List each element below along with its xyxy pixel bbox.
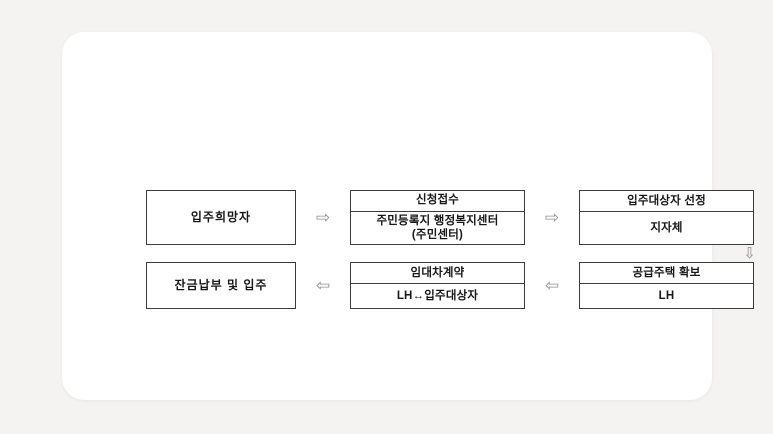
arrow-right-glyph-1: ⇨ — [315, 208, 331, 227]
node-application-receipt: 신청접수 주민등록지 행정복지센터 (주민센터) — [350, 190, 525, 245]
content-card: 입주희망자 ⇨ 신청접수 주민등록지 행정복지센터 (주민센터) ⇨ — [62, 32, 756, 400]
node-tenant-selection-body: 지자체 — [650, 222, 683, 234]
arrow-down-icon-1: ⇩ — [662, 243, 773, 263]
node-housing-procurement: 공급주택 확보 LH — [579, 262, 754, 309]
node-lease-contract-title: 임대차계약 — [351, 263, 524, 285]
arrow-left-icon-2: ⇦ — [525, 262, 579, 309]
arrow-left-glyph-2: ⇦ — [544, 276, 560, 295]
arrow-left-icon-1: ⇦ — [296, 262, 350, 309]
flow-row-bottom: 잔금납부 및 입주 ⇦ 임대차계약 LH↔입주대상자 ⇦ 공급주택 확보 LH — [146, 262, 754, 309]
node-applicant: 입주희망자 — [146, 190, 296, 245]
node-lease-contract-body: LH↔입주대상자 — [396, 290, 479, 302]
process-flow-diagram: 입주희망자 ⇨ 신청접수 주민등록지 행정복지센터 (주민센터) ⇨ — [146, 190, 756, 310]
flow-row-top: 입주희망자 ⇨ 신청접수 주민등록지 행정복지센터 (주민센터) ⇨ — [146, 190, 754, 245]
node-application-receipt-title: 신청접수 — [351, 190, 524, 212]
node-application-receipt-body: 주민등록지 행정복지센터 (주민센터) — [351, 212, 524, 245]
node-balance-payment-label: 잔금납부 및 입주 — [174, 278, 268, 292]
node-tenant-selection: 입주대상자 선정 지자체 — [579, 190, 754, 245]
node-housing-procurement-title: 공급주택 확보 — [580, 263, 753, 285]
node-tenant-selection-title: 입주대상자 선정 — [580, 191, 753, 213]
node-application-receipt-line2: (주민센터) — [411, 229, 464, 242]
node-balance-payment: 잔금납부 및 입주 — [146, 262, 296, 309]
node-housing-procurement-body: LH — [658, 290, 675, 302]
node-applicant-label: 입주희망자 — [190, 210, 252, 224]
arrow-right-glyph-2: ⇨ — [544, 208, 560, 227]
arrow-left-glyph-1: ⇦ — [315, 276, 331, 295]
arrow-right-icon-1: ⇨ — [296, 190, 350, 245]
node-application-receipt-line1: 주민등록지 행정복지센터 — [376, 214, 499, 227]
arrow-down-glyph-1: ⇩ — [743, 244, 756, 262]
node-lease-contract: 임대차계약 LH↔입주대상자 — [350, 262, 525, 309]
arrow-right-icon-2: ⇨ — [525, 190, 579, 245]
